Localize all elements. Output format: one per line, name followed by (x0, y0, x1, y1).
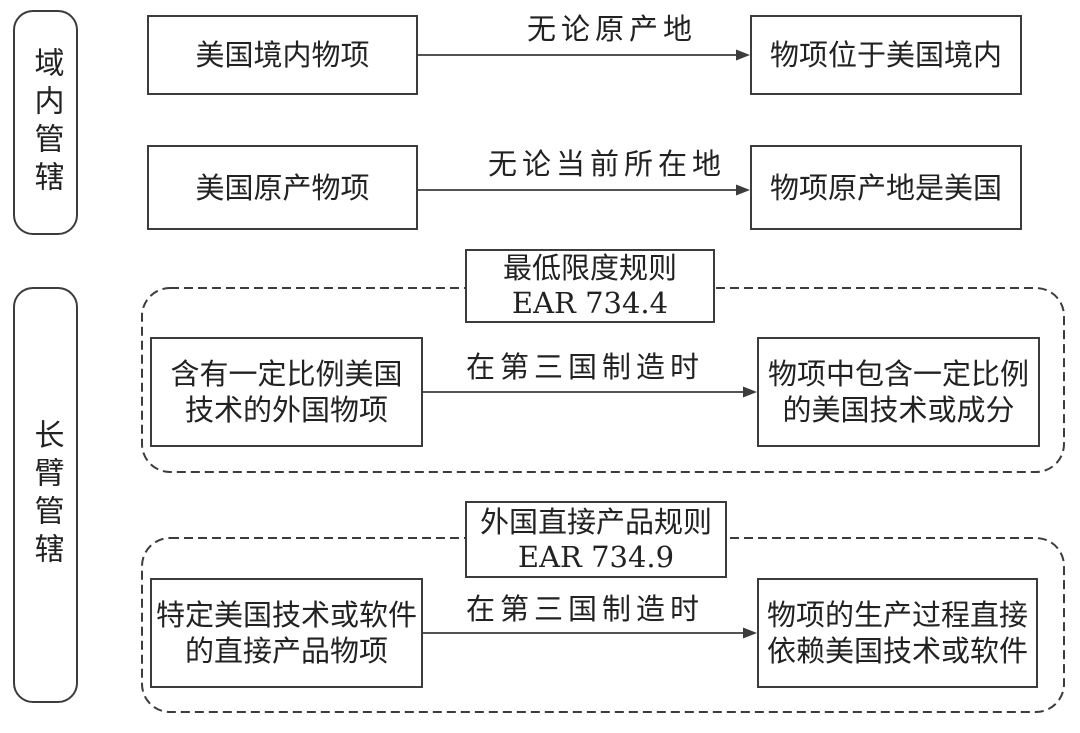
source-box-label-line1: 特定美国技术或软件 (155, 598, 417, 632)
result-box-us-located-items: 物项位于美国境内 (750, 15, 1022, 95)
condition-label-row2: 无论当前所在地 (487, 147, 726, 181)
arrow-fdp (423, 627, 757, 639)
jurisdiction-group-long-arm: 长臂管辖 (13, 287, 78, 703)
rule-title-box-minimis: 最低限度规则 EAR 734.4 (465, 249, 715, 323)
arrow-row2 (418, 184, 750, 196)
result-box-label-line1: 物项中包含一定比例 (767, 357, 1029, 391)
result-box-label: 物项位于美国境内 (769, 38, 1002, 72)
source-box-label: 美国境内物项 (195, 38, 370, 72)
source-box-label-line2: 技术的外国物项 (184, 393, 388, 427)
dashed-group-boundary-minimis (141, 287, 1065, 473)
jurisdiction-label-long-arm: 长臂管辖 (28, 419, 64, 571)
rule-code: EAR 734.9 (517, 539, 675, 574)
result-box-label-line2: 的美国技术或成分 (782, 393, 1015, 427)
arrowhead-icon (736, 184, 750, 196)
arrowhead-icon (743, 386, 757, 398)
source-box-minimis: 含有一定比例美国 技术的外国物项 (150, 337, 423, 447)
rule-code: EAR 734.4 (511, 286, 669, 320)
condition-label-fdp: 在第三国制造时 (465, 592, 704, 626)
result-box-us-origin-items: 物项原产地是美国 (750, 145, 1022, 230)
result-box-label-line1: 物项的生产过程直接 (766, 598, 1028, 632)
result-box-minimis: 物项中包含一定比例 的美国技术或成分 (757, 337, 1040, 447)
condition-label-minimis: 在第三国制造时 (465, 350, 704, 384)
result-box-label-line2: 依赖美国技术或软件 (766, 634, 1028, 668)
arrowhead-icon (736, 49, 750, 61)
condition-label-row1: 无论原产地 (526, 12, 697, 46)
rule-title: 最低限度规则 (502, 251, 677, 285)
arrowhead-icon (743, 627, 757, 639)
source-box-label-line1: 含有一定比例美国 (170, 357, 403, 391)
source-box-label: 美国原产物项 (195, 170, 370, 205)
jurisdiction-group-domestic: 域内管辖 (13, 10, 78, 235)
dashed-group-boundary-fdp (141, 537, 1065, 713)
result-box-label: 物项原产地是美国 (769, 170, 1002, 205)
source-box-us-origin-items: 美国原产物项 (147, 145, 418, 230)
rule-title: 外国直接产品规则 (479, 504, 712, 539)
rule-title-box-fdp: 外国直接产品规则 EAR 734.9 (465, 501, 727, 578)
arrow-minimis (423, 386, 757, 398)
arrow-row1 (418, 49, 750, 61)
result-box-fdp: 物项的生产过程直接 依赖美国技术或软件 (757, 578, 1038, 688)
source-box-fdp: 特定美国技术或软件 的直接产品物项 (150, 578, 423, 688)
source-box-us-located-items: 美国境内物项 (147, 15, 418, 95)
jurisdiction-label-domestic: 域内管辖 (28, 46, 64, 199)
source-box-label-line2: 的直接产品物项 (184, 634, 388, 668)
